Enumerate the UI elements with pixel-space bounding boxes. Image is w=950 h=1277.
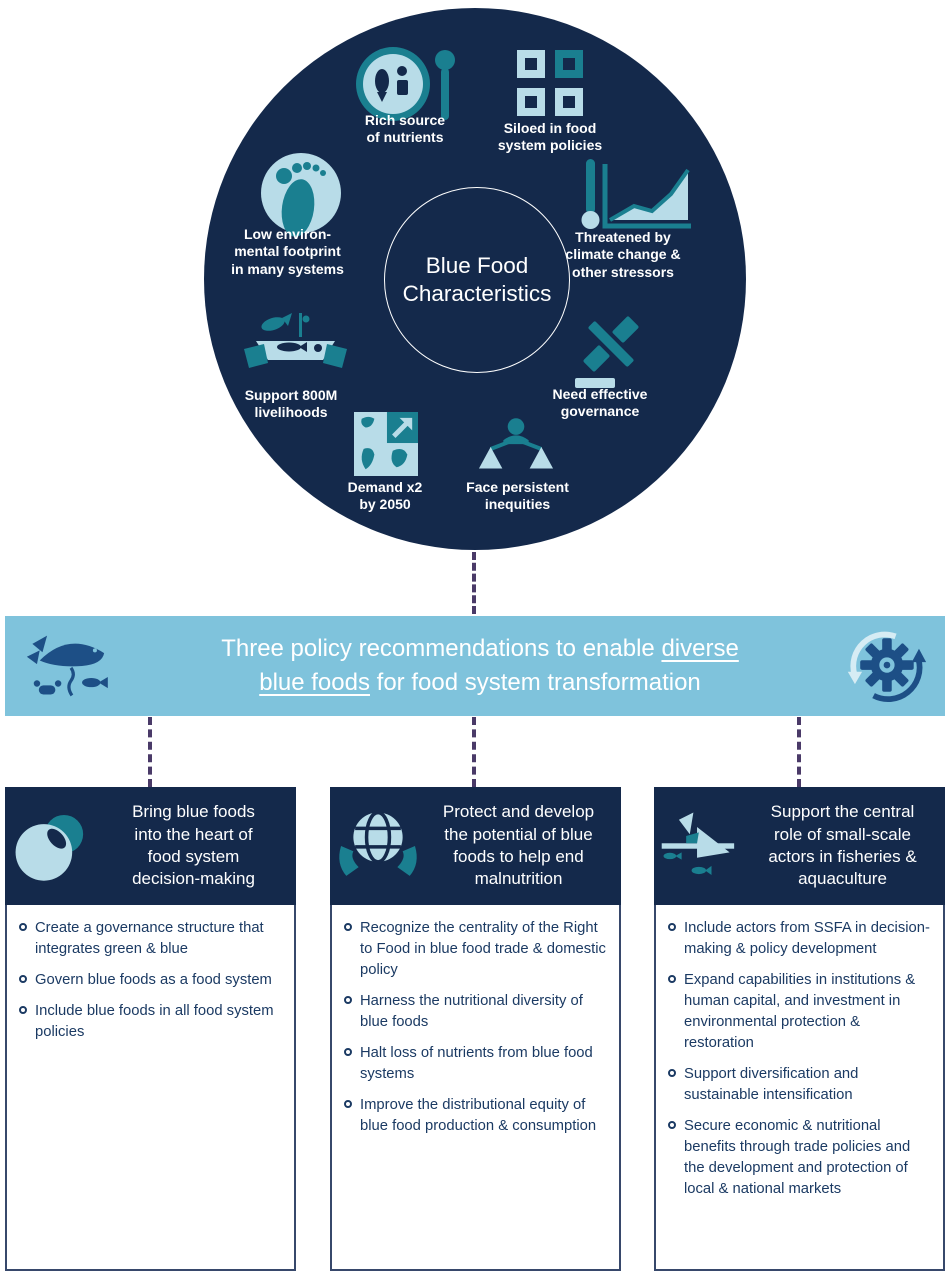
- recommendation-column-1: Bring blue foods into the heart of food …: [5, 787, 296, 1271]
- policy-banner: Three policy recommendations to enable d…: [5, 616, 945, 716]
- circle-item-label-governance: Need effective governance: [552, 386, 648, 420]
- circle-bullet-icon: [668, 1069, 676, 1077]
- banner-title: Three policy recommendations to enable d…: [117, 632, 843, 700]
- gear-cycle-icon: [843, 626, 929, 706]
- circle-bullet-icon: [668, 975, 676, 983]
- recommendation-column-2: Protect and develop the potential of blu…: [330, 787, 621, 1271]
- list-item: Improve the distributional equity of blu…: [344, 1095, 609, 1137]
- circle-bullet-icon: [668, 923, 676, 931]
- list-item: Expand capabilities in institutions & hu…: [668, 970, 933, 1054]
- scales-icon: [477, 417, 555, 481]
- column-2-body: Recognize the centrality of the Right to…: [330, 905, 621, 1271]
- list-item: Support diversification and sustainable …: [668, 1064, 933, 1106]
- circle-bullet-icon: [344, 996, 352, 1004]
- circle-item-label-rich-source: Rich source of nutrients: [364, 112, 446, 146]
- column-2-header: Protect and develop the potential of blu…: [330, 787, 621, 905]
- column-3-bullet-list: Include actors from SSFA in decision-mak…: [668, 918, 933, 1200]
- thermometer-chart-icon: [577, 156, 695, 234]
- boat-fish-icon: [654, 809, 750, 883]
- map-growth-icon: [354, 412, 418, 476]
- circle-item-label-siloed: Siloed in food system policies: [497, 120, 603, 154]
- circle-item-label-demand: Demand x2 by 2050: [347, 479, 423, 513]
- list-item: Create a governance structure that integ…: [19, 918, 284, 960]
- circle-bullet-icon: [344, 1100, 352, 1108]
- connector-banner-col3: [797, 717, 801, 787]
- venn-circles-icon: [5, 806, 101, 886]
- circle-bullet-icon: [344, 923, 352, 931]
- circle-item-label-low-footprint: Low environ- mental footprint in many sy…: [231, 226, 344, 277]
- circle-bullet-icon: [344, 1048, 352, 1056]
- connector-circle-banner: [472, 552, 476, 614]
- circle-item-label-inequities: Face persistent inequities: [466, 479, 569, 513]
- circle-bullet-icon: [668, 1121, 676, 1129]
- list-item: Govern blue foods as a food system: [19, 970, 284, 991]
- hands-fish-icon: [243, 311, 348, 377]
- banner-text-part2: for food system transformation: [369, 669, 701, 696]
- column-1-title: Bring blue foods into the heart of food …: [132, 802, 255, 889]
- banner-text-underline2: blue foods: [259, 669, 370, 696]
- footprint-icon: [256, 152, 346, 247]
- globe-hands-icon: [330, 805, 426, 887]
- grid-squares-icon: [517, 50, 583, 116]
- column-3-header: Support the central role of small-scale …: [654, 787, 945, 905]
- recommendation-column-3: Support the central role of small-scale …: [654, 787, 945, 1271]
- circle-center-title: Blue Food Characteristics: [384, 187, 570, 373]
- gavel-icon: [567, 312, 653, 392]
- plate-spoon-icon: [353, 44, 457, 124]
- column-2-title: Protect and develop the potential of blu…: [442, 802, 595, 889]
- list-item: Halt loss of nutrients from blue food sy…: [344, 1043, 609, 1085]
- connector-banner-col1: [148, 717, 152, 787]
- circle-bullet-icon: [19, 1006, 27, 1014]
- sea-life-icon: [25, 624, 117, 708]
- list-item: Secure economic & nutritional benefits t…: [668, 1116, 933, 1200]
- circle-item-label-threatened: Threatened by climate change & other str…: [565, 229, 681, 280]
- connector-banner-col2: [472, 717, 476, 787]
- circle-bullet-icon: [19, 923, 27, 931]
- banner-text-part1: Three policy recommendations to enable: [221, 634, 662, 662]
- list-item: Include blue foods in all food system po…: [19, 1001, 284, 1043]
- circle-item-label-livelihoods: Support 800M livelihoods: [244, 387, 338, 421]
- list-item: Harness the nutritional diversity of blu…: [344, 991, 609, 1033]
- column-1-bullet-list: Create a governance structure that integ…: [19, 918, 284, 1043]
- list-item: Include actors from SSFA in decision-mak…: [668, 918, 933, 960]
- column-2-bullet-list: Recognize the centrality of the Right to…: [344, 918, 609, 1137]
- column-3-title: Support the central role of small-scale …: [768, 802, 917, 889]
- column-1-body: Create a governance structure that integ…: [5, 905, 296, 1271]
- column-1-header: Bring blue foods into the heart of food …: [5, 787, 296, 905]
- circle-bullet-icon: [19, 975, 27, 983]
- list-item: Recognize the centrality of the Right to…: [344, 918, 609, 981]
- banner-text-underline1: diverse: [661, 634, 739, 662]
- column-3-body: Include actors from SSFA in decision-mak…: [654, 905, 945, 1271]
